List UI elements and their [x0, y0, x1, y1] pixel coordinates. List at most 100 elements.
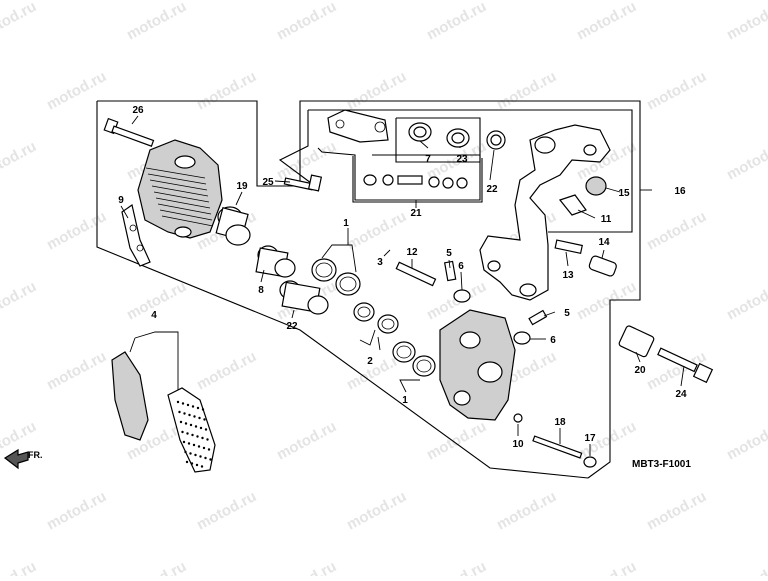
watermark-text: motod.ru [494, 68, 559, 114]
callout-5-upper: 5 [446, 248, 452, 259]
pad-pin-18 [532, 435, 583, 459]
callout-6-upper: 6 [458, 261, 464, 272]
pin-13 [554, 239, 583, 255]
callout-26: 26 [132, 105, 144, 116]
watermark-text: motod.ru [424, 418, 489, 464]
watermark-text: motod.ru [44, 348, 109, 394]
brake-pad-right [167, 387, 216, 473]
piston-seal-set-lower [392, 341, 436, 377]
callout-1-lower: 1 [402, 395, 408, 406]
watermark-text: motod.ru [124, 558, 189, 576]
watermark-text: motod.ru [274, 558, 339, 576]
callout-labels: 26 9 19 25 8 22 1 3 2 1 12 5 6 5 6 7 23 … [118, 105, 691, 470]
watermark-text: motod.ru [194, 68, 259, 114]
callout-9: 9 [118, 195, 124, 206]
callout-14: 14 [598, 237, 610, 248]
caliper-bracket-16 [479, 124, 611, 301]
watermark-text: motod.ru [644, 208, 709, 254]
callout-17: 17 [584, 433, 596, 444]
watermark-text: motod.ru [644, 68, 709, 114]
watermark-text: motod.ru [0, 138, 39, 184]
leader-lines [120, 115, 685, 456]
watermark-text: motod.ru [0, 558, 39, 576]
watermark-text: motod.ru [344, 208, 409, 254]
sleeve-22 [279, 280, 329, 315]
callout-12: 12 [406, 247, 418, 258]
callout-19: 19 [236, 181, 248, 192]
bolt-26 [103, 117, 155, 147]
callout-2: 2 [367, 356, 373, 367]
watermark-text: motod.ru [0, 278, 39, 324]
callout-20: 20 [634, 365, 646, 376]
callout-22-upper: 22 [486, 184, 498, 195]
watermark-text: motod.ru [574, 558, 639, 576]
bolt-25 [283, 174, 323, 192]
callout-5-lower: 5 [564, 308, 570, 319]
watermark-text: motod.ru [44, 68, 109, 114]
callout-6-lower: 6 [550, 335, 556, 346]
pin-12 [395, 261, 437, 287]
watermark-text: motod.ru [494, 488, 559, 534]
seal-kit-21 [363, 174, 468, 189]
callout-25: 25 [262, 177, 274, 188]
callout-15: 15 [618, 188, 630, 199]
callout-22-lower: 22 [286, 321, 298, 332]
watermark-text: motod.ru [274, 418, 339, 464]
watermark-text: motod.ru [274, 138, 339, 184]
watermark-text: motod.ru [44, 488, 109, 534]
callout-16: 16 [674, 186, 686, 197]
cap-6-lower [513, 331, 531, 345]
watermark-text: motod.ru [724, 418, 768, 464]
assembly-frame [96, 100, 641, 479]
watermark-text: motod.ru [574, 0, 639, 44]
front-direction-arrow: FR. [3, 448, 43, 470]
callout-18: 18 [554, 417, 566, 428]
watermark-text: motod.ru [0, 0, 39, 44]
callout-23: 23 [456, 154, 468, 165]
clip-11 [558, 194, 587, 216]
pad-spring-9 [121, 203, 151, 267]
boot-15 [585, 176, 607, 196]
cap-6-upper [453, 289, 471, 303]
direction-label: FR. [28, 450, 43, 460]
caliper-body [439, 309, 516, 421]
callout-10: 10 [512, 439, 524, 450]
piston-pin-assembly [327, 109, 506, 150]
watermark-text: motod.ru [124, 0, 189, 44]
watermark-text: motod.ru [424, 558, 489, 576]
watermark-text: motod.ru [724, 0, 768, 44]
sleeve-19 [215, 206, 251, 246]
watermark-text: motod.ru [274, 0, 339, 44]
callout-4: 4 [151, 310, 157, 321]
caliper-cover-plate [137, 139, 223, 239]
bleeder-5-lower [528, 309, 548, 326]
watermark-text: motod.ru [724, 558, 768, 576]
callout-7: 7 [425, 154, 431, 165]
watermark-text: motod.ru [194, 488, 259, 534]
watermark-text: motod.ru [724, 278, 768, 324]
bleeder-5-upper [443, 260, 457, 282]
brake-pad-left [111, 351, 149, 441]
watermark-text: motod.ru [194, 348, 259, 394]
sleeve-8 [255, 245, 296, 278]
watermark-text: motod.ru [44, 208, 109, 254]
callout-24: 24 [675, 389, 687, 400]
watermark-text: motod.ru [344, 68, 409, 114]
piston-seal-set-2 [353, 302, 399, 334]
bolt-24 [657, 347, 714, 384]
boot-14 [588, 255, 617, 277]
callout-21: 21 [410, 208, 422, 219]
callout-13: 13 [562, 270, 574, 281]
watermark-text: motod.ru [724, 138, 768, 184]
callout-3: 3 [377, 257, 383, 268]
o-ring-10 [513, 413, 523, 423]
callout-11: 11 [601, 214, 612, 225]
watermark-text: motod.ru [344, 488, 409, 534]
callout-1-upper: 1 [343, 218, 349, 229]
diagram-code: MBT3-F1001 [632, 459, 691, 470]
plug-17 [583, 456, 597, 468]
piston-seal-set-upper [311, 258, 361, 296]
watermark-text: motod.ru [574, 278, 639, 324]
